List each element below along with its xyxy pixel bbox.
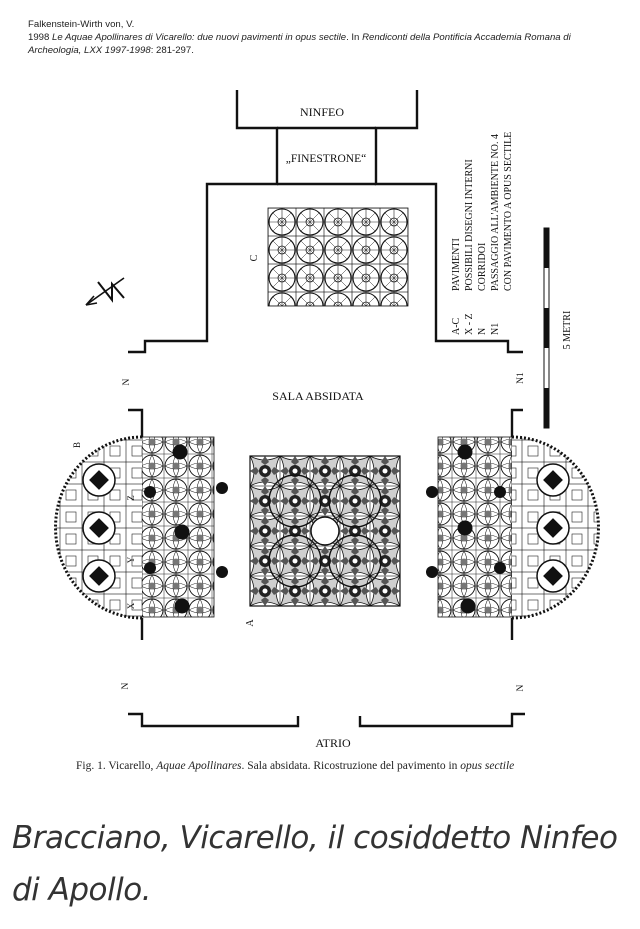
scale-label: 5 METRI (562, 311, 573, 350)
floor-c-pattern (267, 207, 409, 307)
figure-caption-prefix: Fig. 1. Vicarello, (76, 760, 157, 772)
figure-caption-middle: . Sala absidata. Ricostruzione del pavim… (241, 760, 461, 772)
label-corridor-n-right-bottom: N (516, 684, 526, 691)
label-floor-c: C (249, 254, 260, 261)
figure-caption-site: Aquae Apollinares (156, 760, 242, 772)
citation-reference: 1998 Le Aquae Apollinares di Vicarello: … (28, 31, 618, 57)
north-arrow-icon (85, 277, 125, 306)
figure-caption-technique: opus sectile (460, 760, 515, 772)
legend-text-2: POSSIBILI DISEGNI INTERNI (464, 159, 475, 291)
citation-journal: Rendiconti della Pontificia Accademia Ro… (28, 32, 571, 56)
legend-text-4: PASSAGGIO ALL'AMBIENTE NO. 4 (490, 134, 501, 291)
citation-year: 1998 (28, 32, 53, 43)
floor-plan: NINFEO „FINESTRONE“ SALA ABSIDATA ATRIO … (54, 90, 600, 750)
citation: Falkenstein-Wirth von, V. 1998 Le Aquae … (28, 18, 618, 57)
columns (144, 444, 506, 614)
label-sala-absidata: SALA ABSIDATA (272, 389, 364, 403)
scale-bar: 5 METRI (543, 227, 573, 429)
legend-text-5: CON PAVIMENTO A OPUS SECTILE (503, 132, 514, 291)
label-floor-a: A (245, 619, 256, 627)
legend-key-4: N1 (490, 323, 501, 335)
label-passage-n1: N1 (516, 372, 526, 384)
label-ninfeo: NINFEO (300, 105, 344, 119)
legend-key-2: X - Z (464, 313, 475, 335)
label-z: Z (126, 495, 136, 501)
label-x: X (126, 602, 136, 609)
figure-caption: Fig. 1. Vicarello, Aquae Apollinares. Sa… (76, 760, 514, 772)
label-finestrone: „FINESTRONE“ (286, 153, 367, 165)
label-corridor-n-left-bottom: N (121, 682, 131, 689)
post-caption: Bracciano, Vicarello, il cosiddetto Ninf… (12, 820, 618, 908)
building-walls (128, 90, 525, 728)
side-panel-right (437, 436, 513, 618)
legend-text-3: CORRIDOI (477, 243, 488, 291)
label-corridor-n-left-top: N (122, 378, 132, 385)
citation-pages: : 281-297. (150, 45, 194, 56)
label-floor-b: B (72, 442, 82, 448)
legend-key-1: A-C (451, 317, 462, 335)
label-y: Y (126, 556, 136, 563)
citation-author: Falkenstein-Wirth von, V. (28, 19, 135, 30)
legend-text-1: PAVIMENTI (451, 238, 462, 291)
floor-a-rosettes (268, 474, 382, 588)
citation-title: Le Aquae Apollinares di Vicarello: due n… (52, 32, 347, 43)
citation-in: . In (346, 32, 363, 43)
legend: A-C PAVIMENTI X - Z POSSIBILI DISEGNI IN… (451, 132, 514, 335)
legend-key-3: N (477, 328, 488, 335)
label-atrio: ATRIO (315, 736, 351, 750)
